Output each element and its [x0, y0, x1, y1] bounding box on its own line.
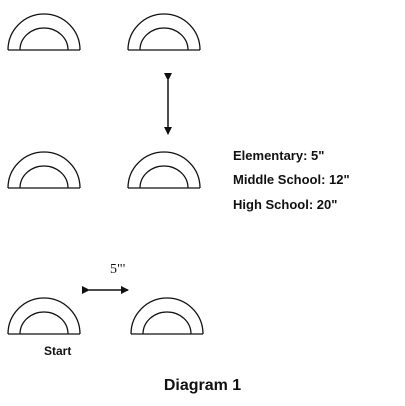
arch-middle-left	[7, 151, 81, 189]
legend-high-school: High School: 20"	[233, 197, 338, 212]
diagram-title: Diagram 1	[163, 377, 242, 394]
arch-top-right	[127, 13, 201, 51]
legend-elementary: Elementary: 5"	[233, 148, 325, 163]
spacing-label: 5"'	[110, 262, 126, 277]
arch-top-left	[7, 13, 81, 51]
legend-middle-school: Middle School: 12"	[233, 172, 350, 187]
arch-start-right	[130, 297, 204, 335]
arch-middle-right	[127, 151, 201, 189]
start-label: Start	[44, 344, 72, 358]
arch-start-left	[7, 297, 81, 335]
